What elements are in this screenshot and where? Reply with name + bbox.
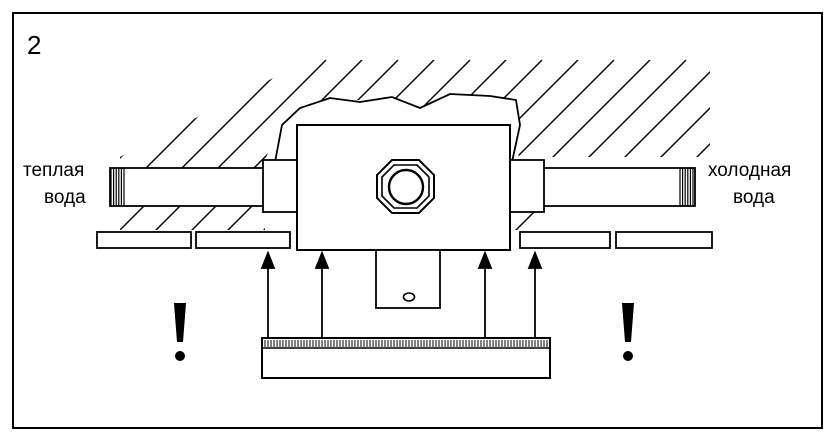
valve-knob [387, 168, 425, 206]
cold-water-pipe [509, 159, 696, 213]
arrow-2 [314, 250, 330, 338]
coupling-right [509, 159, 545, 213]
warm-water-label-line2: вода [44, 187, 86, 208]
arrow-4 [527, 250, 543, 338]
support-arrows [260, 250, 543, 338]
coupling-left [262, 159, 298, 213]
tile-row [96, 231, 713, 249]
pipe-thread-left [110, 168, 125, 206]
warning-right [622, 303, 634, 361]
ruler-ticks [264, 340, 548, 347]
warning-left [174, 303, 186, 361]
tile-2 [195, 231, 291, 249]
tile-1 [96, 231, 192, 249]
warm-water-pipe [109, 159, 298, 213]
hatch-line [161, 60, 363, 230]
cold-water-label-line1: холодная [708, 160, 792, 181]
arrow-1 [260, 250, 276, 338]
ruler-tool [261, 337, 551, 379]
hatch-line [125, 60, 327, 230]
pipe-thread-right [679, 168, 694, 206]
tile-4 [615, 231, 713, 249]
warm-water-label-line1: теплая [23, 160, 85, 181]
hatch-line [120, 60, 291, 230]
cold-water-label-line2: вода [733, 187, 775, 208]
valve-body [296, 124, 511, 309]
tile-3 [519, 231, 611, 249]
arrow-3 [477, 250, 493, 338]
hatch-line [521, 60, 710, 230]
figure-number: 2 [27, 30, 42, 60]
